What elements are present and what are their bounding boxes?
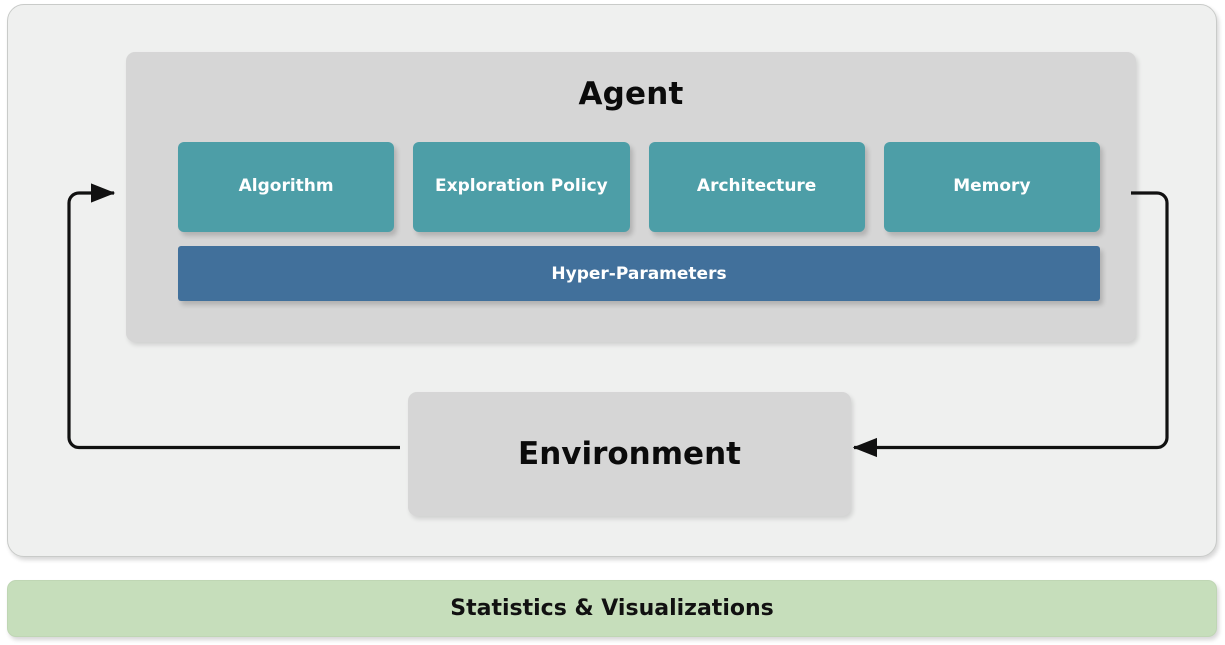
environment-box[interactable]: Environment <box>408 392 851 516</box>
agent-component-row: Algorithm Exploration Policy Architectur… <box>178 142 1100 232</box>
agent-component-exploration-policy[interactable]: Exploration Policy <box>413 142 630 232</box>
agent-component-algorithm[interactable]: Algorithm <box>178 142 395 232</box>
system-panel: Agent Algorithm Exploration Policy Archi… <box>7 4 1217 557</box>
agent-title: Agent <box>578 76 684 112</box>
statistics-visualizations-bar[interactable]: Statistics & Visualizations <box>7 580 1217 637</box>
agent-component-architecture[interactable]: Architecture <box>648 142 865 232</box>
hyper-parameters-bar[interactable]: Hyper-Parameters <box>178 246 1100 301</box>
agent-group-box[interactable]: Agent Algorithm Exploration Policy Archi… <box>126 52 1136 342</box>
agent-component-memory[interactable]: Memory <box>883 142 1100 232</box>
